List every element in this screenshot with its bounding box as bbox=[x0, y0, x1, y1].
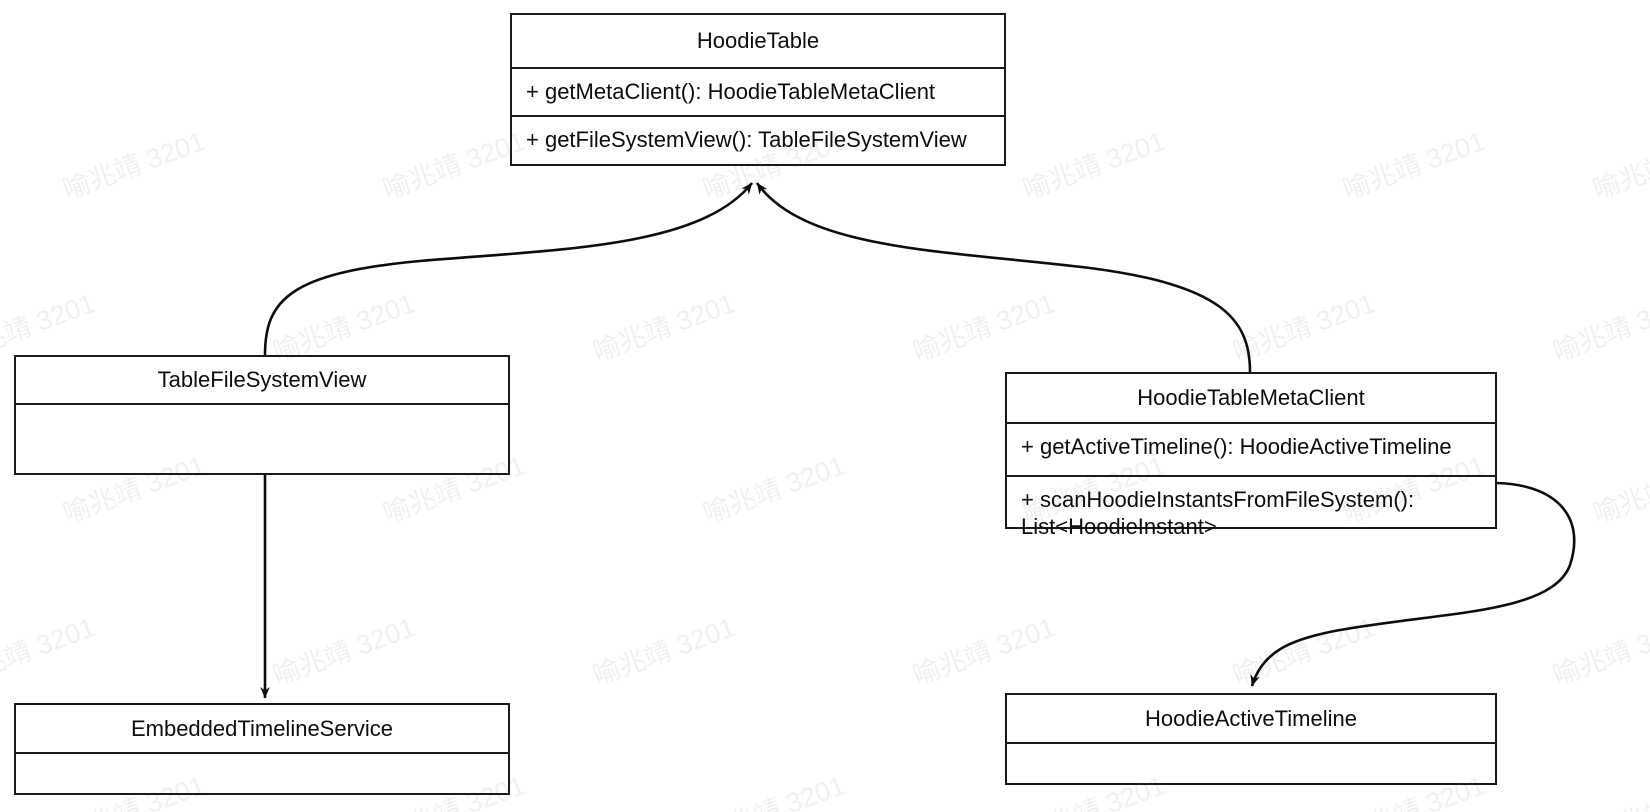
edge-tablefilesystemview-to-hoodietable bbox=[263, 182, 754, 356]
watermark-text: 喻兆靖 3201 bbox=[1589, 450, 1650, 530]
edge-metaclient-to-hoodietable bbox=[755, 182, 1252, 373]
uml-class-name: TableFileSystemView bbox=[16, 357, 508, 405]
watermark-text: 喻兆靖 3201 bbox=[1549, 288, 1650, 368]
watermark-text: 喻兆靖 3201 bbox=[59, 126, 209, 206]
watermark-text: 喻兆靖 3201 bbox=[0, 612, 99, 692]
uml-empty-compartment bbox=[16, 754, 508, 793]
watermark-text: 喻兆靖 3201 bbox=[699, 450, 849, 530]
uml-class-table-file-system-view[interactable]: TableFileSystemView bbox=[14, 355, 510, 475]
uml-method-row: + scanHoodieInstantsFromFileSystem(): Li… bbox=[1021, 487, 1415, 539]
watermark-text: 喻兆靖 3201 bbox=[589, 288, 739, 368]
watermark-text: 喻兆靖 3201 bbox=[909, 612, 1059, 692]
uml-method-row: + getMetaClient(): HoodieTableMetaClient bbox=[512, 69, 1004, 117]
uml-class-name: HoodieTableMetaClient bbox=[1007, 374, 1495, 424]
watermark-text: 喻兆靖 3201 bbox=[1587, 764, 1650, 812]
watermark-text: 喻兆靖 3201 bbox=[379, 126, 529, 206]
uml-empty-compartment bbox=[16, 405, 508, 473]
uml-class-hoodie-active-timeline[interactable]: HoodieActiveTimeline bbox=[1005, 693, 1497, 785]
watermark-text: 喻兆靖 3201 bbox=[589, 612, 739, 692]
uml-class-hoodie-table-meta-client[interactable]: HoodieTableMetaClient + getActiveTimelin… bbox=[1005, 372, 1497, 539]
uml-empty-compartment bbox=[1007, 744, 1495, 783]
uml-class-embedded-timeline-service[interactable]: EmbeddedTimelineService bbox=[14, 703, 510, 795]
watermark-text: 喻兆靖 3201 bbox=[1549, 612, 1650, 692]
uml-class-name: HoodieTable bbox=[512, 15, 1004, 69]
watermark-text: 喻兆靖 3201 bbox=[699, 770, 849, 812]
uml-class-name: EmbeddedTimelineService bbox=[16, 705, 508, 754]
watermark-text: 喻兆靖 3201 bbox=[269, 612, 419, 692]
watermark-text: 喻兆靖 3201 bbox=[1589, 126, 1650, 206]
uml-class-name: HoodieActiveTimeline bbox=[1007, 695, 1495, 744]
watermark-text: 喻兆靖 3201 bbox=[1339, 126, 1489, 206]
watermark-text: 喻兆靖 3201 bbox=[909, 288, 1059, 368]
uml-method-row: + getActiveTimeline(): HoodieActiveTimel… bbox=[1007, 424, 1495, 477]
uml-method-row: + getFileSystemView(): TableFileSystemVi… bbox=[526, 127, 967, 152]
uml-class-hoodie-table[interactable]: HoodieTable + getMetaClient(): HoodieTab… bbox=[510, 13, 1006, 166]
watermark-text: 喻兆靖 3201 bbox=[1229, 612, 1379, 692]
watermark-text: 喻兆靖 3201 bbox=[1229, 288, 1379, 368]
watermark-text: 喻兆靖 3201 bbox=[1019, 126, 1169, 206]
